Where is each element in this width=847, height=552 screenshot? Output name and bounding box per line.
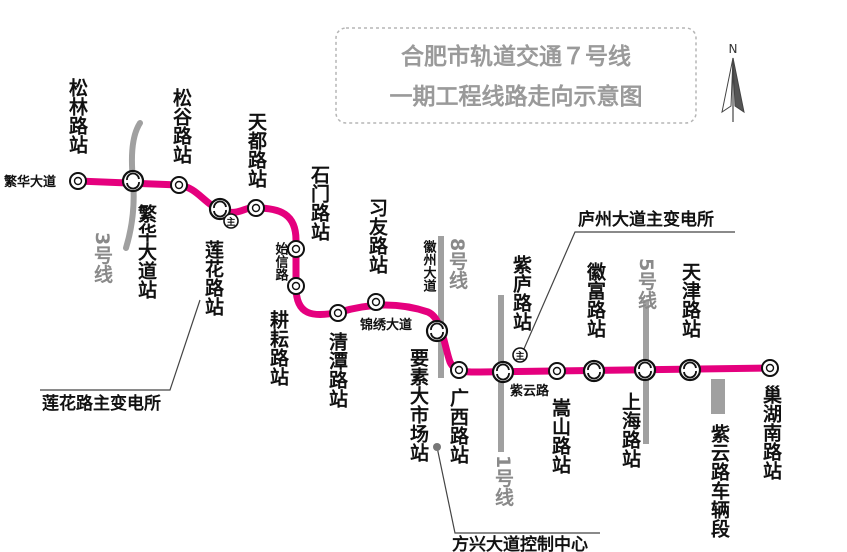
leader-lines	[40, 231, 735, 534]
control-center-dot	[433, 443, 441, 451]
label-fangxing-control: 方兴大道控制中心	[452, 534, 588, 552]
label-fanhua-dadao: 繁华大道	[4, 174, 56, 190]
label-guangxi-lu: 广西路站	[447, 387, 469, 465]
label-luzhou-substation: 庐州大道主变电所	[578, 209, 714, 230]
labels: 繁华大道 松林路站 繁华大道站 3号线 松谷路站 莲花路站 天都路站 石门路站 …	[4, 77, 783, 552]
label-zilu-lu: 紫庐路站	[510, 255, 532, 332]
transfer-icon-yaosu	[425, 319, 449, 343]
north-arrow-icon: N	[721, 42, 745, 122]
station-marker-fanhua-dadao	[69, 172, 87, 190]
label-shimen-lu: 石门路站	[308, 165, 331, 242]
station-marker-qingtan-lu	[329, 304, 347, 322]
transfer-icon-shanghai	[633, 358, 657, 382]
label-line-5: 5号线	[635, 258, 657, 309]
label-tianjin-lu: 天津路站	[679, 262, 701, 339]
compass-label: N	[729, 42, 738, 56]
label-line-1: 1号线	[492, 455, 514, 506]
svg-text:主: 主	[226, 216, 235, 228]
svg-text:主: 主	[515, 350, 524, 362]
label-yaosu-shichang: 要素大市场站	[407, 348, 429, 463]
label-qingtan-lu: 清潭路站	[326, 331, 348, 409]
station-marker-songgu-lu	[170, 176, 188, 194]
label-shanghai-lu: 上海路站	[619, 392, 641, 469]
station-marker-gengyun-lu	[287, 277, 305, 295]
transfer-icon-tianjin	[678, 358, 702, 382]
transfer-icon-huifu	[582, 359, 606, 383]
label-ziyun-lu: 紫云路	[510, 383, 550, 399]
transfer-icon-ziyun	[491, 360, 515, 384]
station-marker-songshan-lu	[548, 362, 566, 380]
depot-block	[711, 379, 725, 414]
label-lianhua-lu: 莲花路站	[202, 239, 224, 317]
label-fanhua-dadao-zhan: 繁华大道站	[135, 203, 157, 300]
label-songshan-lu: 嵩山路站	[549, 398, 571, 475]
transfer-icon-lianhua	[208, 197, 232, 221]
label-line-3: 3号线	[91, 232, 113, 283]
label-xiyou-lu: 习友路站	[366, 198, 388, 275]
label-lianhua-substation: 莲花路主变电所	[42, 393, 161, 414]
station-marker-guangxi-lu	[450, 361, 468, 379]
label-huifu-lu: 徽富路站	[584, 261, 607, 339]
station-marker-shixin-lu	[287, 240, 305, 258]
station-markers: 主 主	[69, 169, 779, 451]
label-ziyun-depot: 紫云路车辆段	[708, 424, 730, 539]
label-songgu-lu: 松谷路站	[170, 87, 192, 165]
label-chaohu-nanlu: 巢湖南路站	[760, 384, 783, 481]
substation-icon-luzhou: 主	[512, 347, 528, 363]
station-marker-chaohu-nanlu	[761, 359, 779, 377]
label-tiandu-lu: 天都路站	[245, 112, 268, 189]
transfer-icon-fanhua	[121, 169, 145, 193]
map-title-line2: 一期工程线路走向示意图	[390, 83, 643, 110]
station-marker-tiandu-lu	[247, 199, 265, 217]
map-title-line1: 合肥市轨道交通７号线	[401, 43, 631, 70]
label-jinxiu-dadao: 锦绣大道	[360, 317, 412, 333]
label-gengyun-lu: 耕耘路站	[267, 309, 289, 387]
label-songlin-lu: 松林路站	[66, 77, 88, 155]
label-shixin-lu: 始信路	[273, 241, 289, 281]
label-line-8: 8号线	[446, 238, 468, 289]
substation-icon-lianhua: 主	[223, 213, 239, 229]
station-marker-xiyou-lu	[367, 293, 385, 311]
title-box: 合肥市轨道交通７号线 一期工程线路走向示意图	[335, 27, 697, 124]
label-huizhou-dadao: 徽州大道	[421, 239, 438, 293]
